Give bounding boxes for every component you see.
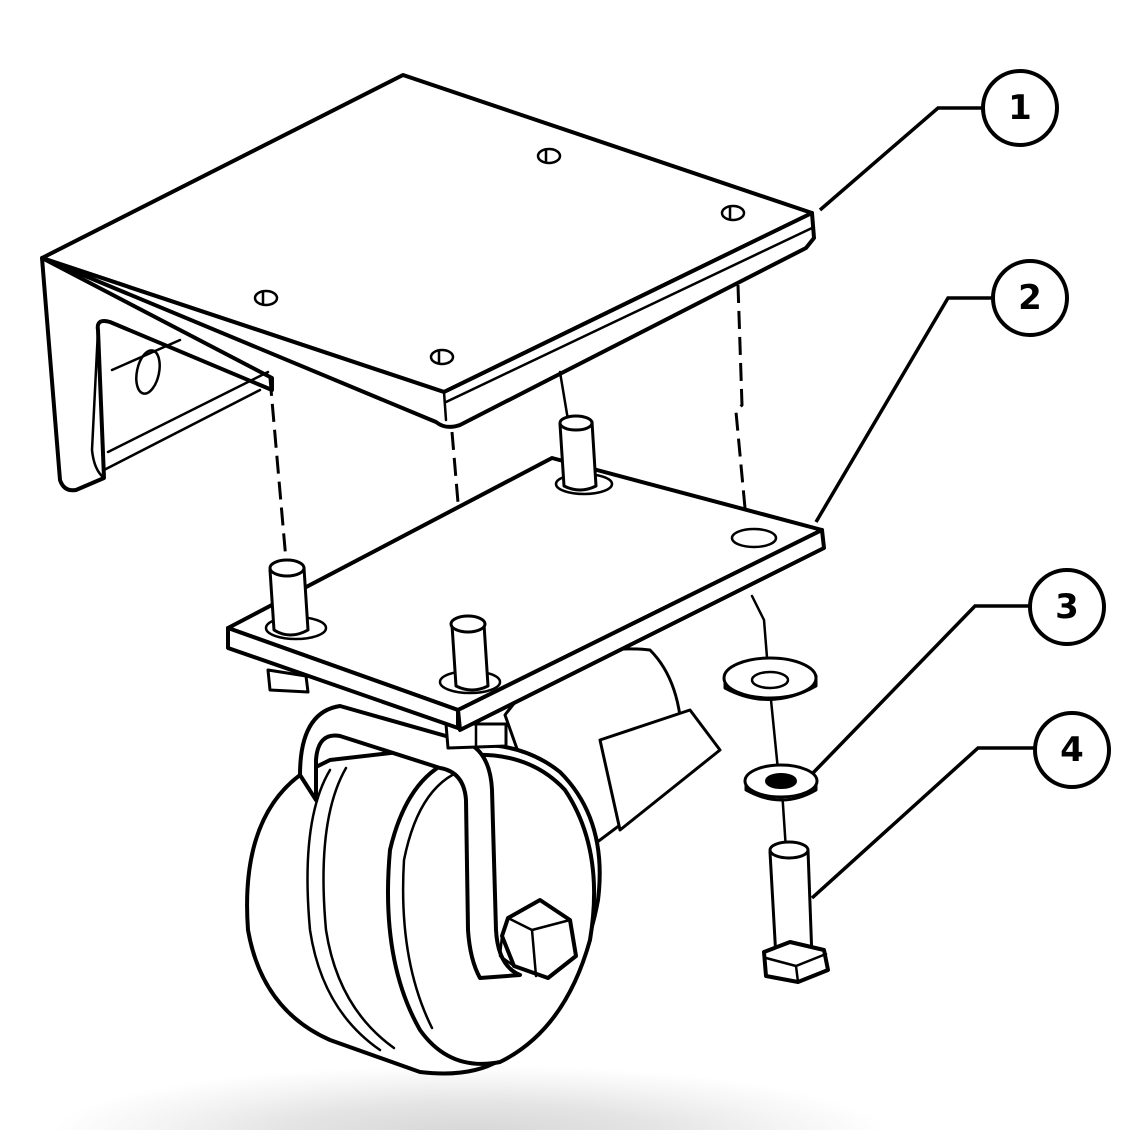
hex-bolt [762, 840, 830, 984]
balloon-2-label: 2 [1018, 278, 1042, 318]
leader-lines [810, 106, 1034, 900]
balloon-1-label: 1 [1008, 88, 1032, 128]
washers [722, 656, 819, 802]
balloon-2: 2 [991, 259, 1069, 337]
bracket-holes [253, 147, 746, 366]
caster-wheel [245, 647, 722, 1076]
floor-shadow [0, 1065, 1130, 1130]
balloon-3: 3 [1028, 568, 1106, 646]
balloon-4-label: 4 [1060, 730, 1084, 770]
balloon-4: 4 [1033, 711, 1111, 789]
plate-studs [264, 414, 778, 695]
axle-nut [498, 898, 578, 980]
balloon-3-label: 3 [1055, 587, 1079, 627]
balloon-1: 1 [981, 69, 1059, 147]
mounting-bracket [40, 73, 816, 493]
caster-top-plate [226, 414, 826, 732]
